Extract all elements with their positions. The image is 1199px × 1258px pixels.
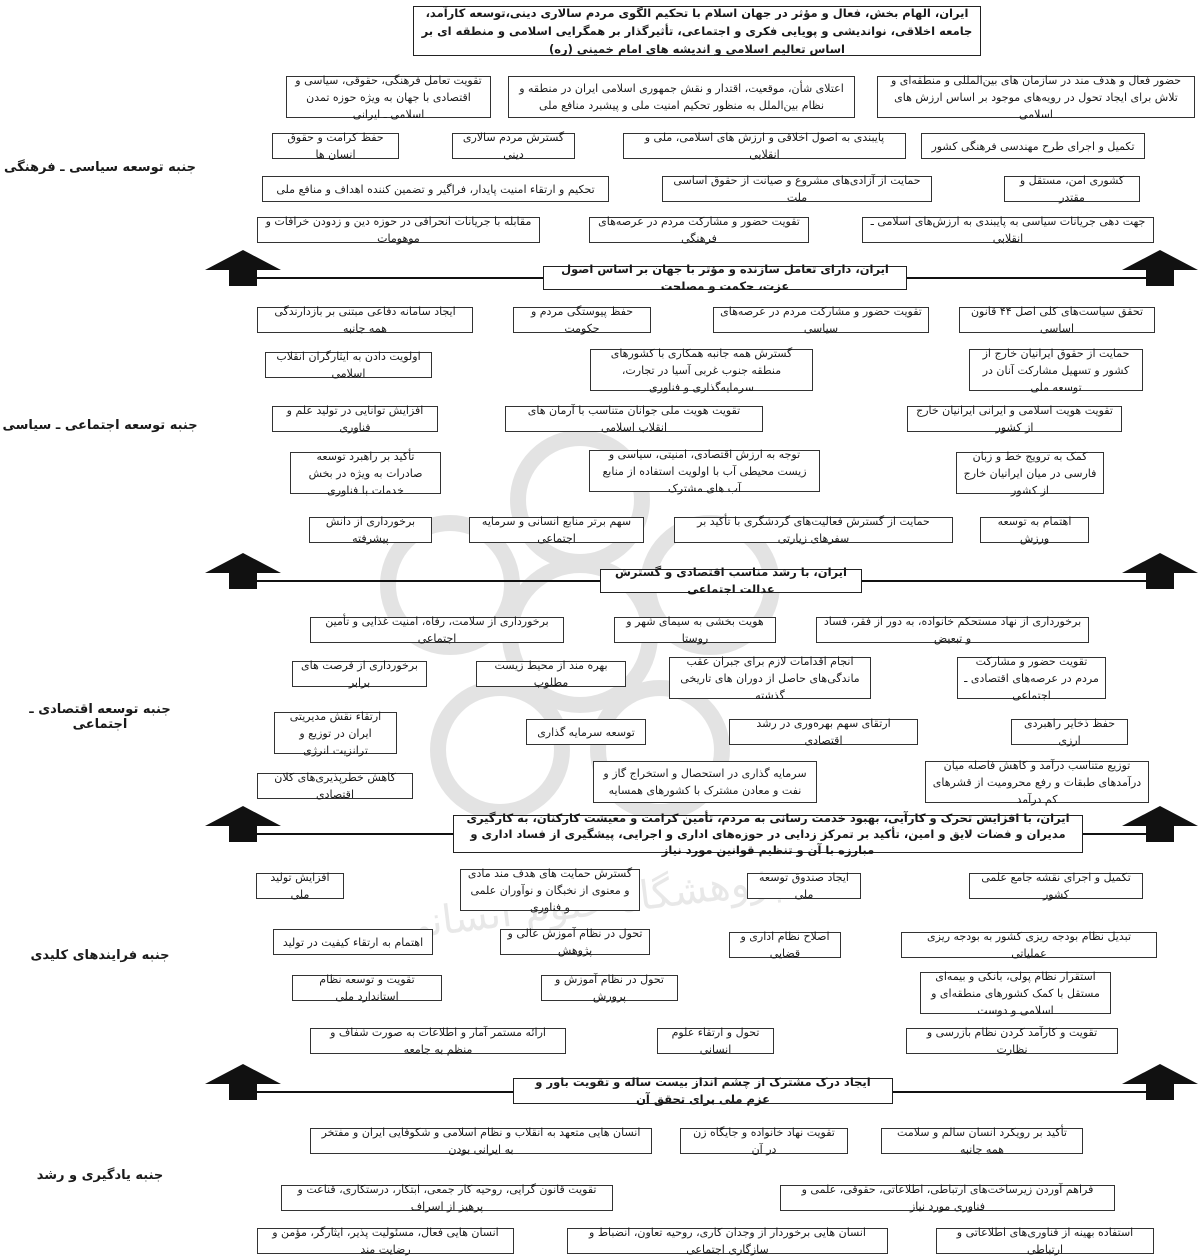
side-label-key-processes: جنبه فرایندهای کلیدی (30, 948, 170, 963)
up-arrow-icon (205, 1064, 281, 1100)
objective-box: جهت دهی جریانات سیاسی به پایبندی به ارزش… (862, 215, 1154, 245)
objective-box: حمایت از آزادی‌های مشروع و صیانت از حقوق… (662, 174, 932, 204)
objective-box: انسان هایی فعال، مسئولیت پذیر، ایثارگر، … (257, 1226, 514, 1256)
objective-box: تأکید بر راهبرد توسعه صادرات به ویژه در … (290, 450, 441, 497)
objective-box: حفظ پیوستگی مردم و حکومت (513, 305, 651, 335)
objective-box: ارتقای سهم بهره‌وری در رشد اقتصادی (729, 717, 918, 747)
objective-box: اصلاح نظام اداری و قضایی (729, 930, 841, 960)
side-label-political-cultural: جنبه توسعه سیاسی ـ فرهنگی (4, 160, 196, 175)
objective-box: کشوری امن، مستقل و مقتدر (1004, 174, 1140, 204)
objective-box: تقویت حضور و مشارکت مردم در عرصه‌های سیا… (713, 305, 929, 335)
objective-box: بهره مند از محیط زیست مطلوب (476, 659, 626, 689)
objective-box: تقویت هویت اسلامی و ایرانی ایرانیان خارج… (907, 404, 1122, 434)
up-arrow-icon (1122, 806, 1198, 842)
objective-box: استقرار نظام پولی، بانکی و بیمه‌ای مستقل… (920, 970, 1111, 1017)
up-arrow-icon (1122, 1064, 1198, 1100)
objective-box: ارتقاء نقش مدیریتی ایران در توزیع و تران… (274, 710, 397, 757)
objective-box: تقویت نهاد خانواده و جایگاه زن در آن (680, 1126, 848, 1156)
objective-box: اعتلای شأن، موقعیت، اقتدار و نقش جمهوری … (508, 76, 855, 118)
objective-box: گسترش مردم سالاری دینی (452, 131, 575, 161)
objective-box: برخورداری از سلامت، رفاه، امنیت غذایی و … (310, 615, 564, 645)
objective-box: تقویت حضور و مشارکت مردم در عرصه‌های اقت… (957, 655, 1106, 702)
goal-box: ایجاد درک مشترک از چشم انداز بیست ساله و… (513, 1075, 893, 1106)
objective-box: اولویت دادن به ایثارگران انقلاب اسلامی (265, 350, 432, 380)
objective-box: توسعه سرمایه گذاری (526, 719, 646, 745)
objective-box: گسترش حمایت های هدف مند مادی و معنوی از … (460, 867, 640, 914)
objective-box: انسان هایی متعهد به انقلاب و نظام اسلامی… (310, 1126, 652, 1156)
objective-box: کاهش خطرپذیری‌های کلان اقتصادی (257, 771, 413, 801)
objective-box: تقویت تعامل فرهنگی، حقوقی، سیاسی و اقتصا… (286, 74, 491, 121)
objective-box: تقویت و توسعه نظام استاندارد ملی (292, 973, 442, 1003)
objective-box: تقویت هویت ملی جوانان متناسب با آرمان ها… (505, 404, 763, 434)
objective-box: تکمیل و اجرای طرح مهندسی فرهنگی کشور (921, 133, 1145, 159)
objective-box: هویت بخشی به سیمای شهر و روستا (614, 615, 776, 645)
side-label-learning-growth: جنبه یادگیری و رشد (36, 1168, 164, 1183)
objective-box: فراهم آوردن زیرساخت‌های ارتباطی، اطلاعات… (780, 1183, 1115, 1213)
objective-box: تحول و ارتقاء علوم انسانی (657, 1026, 774, 1056)
up-arrow-icon (205, 553, 281, 589)
objective-box: تکمیل و اجرای نقشه جامع علمی کشور (969, 871, 1143, 901)
objective-box: تحول در نظام آموزش و پرورش (541, 973, 678, 1003)
goal-box: ایران، با رشد مناسب اقتصادی و گسترش عدال… (600, 565, 862, 596)
objective-box: افزایش تولید ملی (256, 871, 344, 901)
objective-box: گسترش همه جانبه همکاری با کشورهای منطقه … (590, 347, 813, 394)
objective-box: حضور فعال و هدف مند در سازمان های بین‌ال… (877, 74, 1195, 121)
objective-box: کمک به ترویج خط و زبان فارسی در میان ایر… (956, 450, 1104, 497)
objective-box: تقویت حضور و مشارکت مردم در عرصه‌های فره… (589, 215, 809, 245)
objective-box: برخورداری از فرصت های برابر (292, 659, 427, 689)
objective-box: تحکیم و ارتقاء امنیت پایدار، فراگیر و تض… (262, 176, 609, 202)
objective-box: تقویت و کارآمد کردن نظام بازرسی و نظارت (906, 1026, 1118, 1056)
objective-box: اهتمام به ارتقاء کیفیت در تولید (273, 929, 433, 955)
top-vision-box: ایران، الهام بخش، فعال و مؤثر در جهان اس… (413, 6, 981, 56)
objective-box: تأکید بر رویکرد انسان سالم و سلامت همه ج… (881, 1126, 1083, 1156)
objective-box: تحقق سیاست‌های کلی اصل ۴۴ قانون اساسی (959, 305, 1155, 335)
objective-box: توجه به ارزش اقتصادی، امنیتی، سیاسی و زی… (589, 448, 820, 495)
objective-box: توزیع متناسب درآمد و کاهش فاصله میان درآ… (925, 759, 1149, 806)
up-arrow-icon (205, 806, 281, 842)
objective-box: سهم برتر منابع انسانی و سرمایه اجتماعی (469, 515, 644, 545)
objective-box: ایجاد صندوق توسعه ملی (747, 871, 861, 901)
objective-box: برخورداری از دانش پیشرفته (309, 515, 432, 545)
objective-box: تحول در نظام آموزش عالی و پژوهش (500, 927, 650, 957)
objective-box: پایبندی به اصول اخلاقی و ارزش های اسلامی… (623, 131, 906, 161)
objective-box: اهتمام به توسعه ورزش (980, 515, 1089, 545)
objective-box: تقویت قانون گرایی، روحیه کار جمعی، ابتکا… (281, 1183, 613, 1213)
goal-box: ایران، دارای تعامل سازنده و مؤثر با جهان… (543, 262, 907, 293)
objective-box: حمایت از حقوق ایرانیان خارج از کشور و تس… (969, 347, 1143, 394)
objective-box: ایجاد سامانه دفاعی مبتنی بر بازدارندگی ه… (257, 305, 473, 335)
up-arrow-icon (1122, 553, 1198, 589)
goal-box: ایران، با افزایش تحرک و کارآیی، بهبود خد… (453, 811, 1083, 857)
objective-box: حفظ ذخایر راهبردی ارزی (1011, 717, 1128, 747)
objective-box: استفاده بهینه از فناوری‌های اطلاعاتی و ا… (936, 1226, 1154, 1256)
objective-box: افزایش توانایی در تولید علم و فناوری (272, 404, 438, 434)
up-arrow-icon (205, 250, 281, 286)
objective-box: حفظ کرامت و حقوق انسان ها (272, 131, 399, 161)
objective-box: حمایت از گسترش فعالیت‌های گردشگری با تأک… (674, 515, 953, 545)
objective-box: سرمایه گذاری در استحصال و استخراج گاز و … (593, 761, 817, 803)
up-arrow-icon (1122, 250, 1198, 286)
objective-box: انسان هایی برخوردار از وجدان کاری، روحیه… (567, 1226, 888, 1256)
objective-box: مقابله با جریانات انحرافی در حوزه دین و … (257, 215, 540, 245)
objective-box: برخورداری از نهاد مستحکم خانواده، به دور… (816, 615, 1089, 645)
objective-box: ارائه مستمر آمار و اطلاعات به صورت شفاف … (310, 1026, 566, 1056)
side-label-economic-social: جنبه توسعه اقتصادی ـ اجتماعی (29, 702, 171, 732)
objective-box: تبدیل نظام بودجه ریزی کشور به بودجه ریزی… (901, 930, 1157, 960)
side-label-social-political: جنبه توسعه اجتماعی ـ سیاسی (2, 418, 198, 433)
objective-box: انجام اقدامات لازم برای جبران عقب ماندگی… (669, 655, 871, 702)
